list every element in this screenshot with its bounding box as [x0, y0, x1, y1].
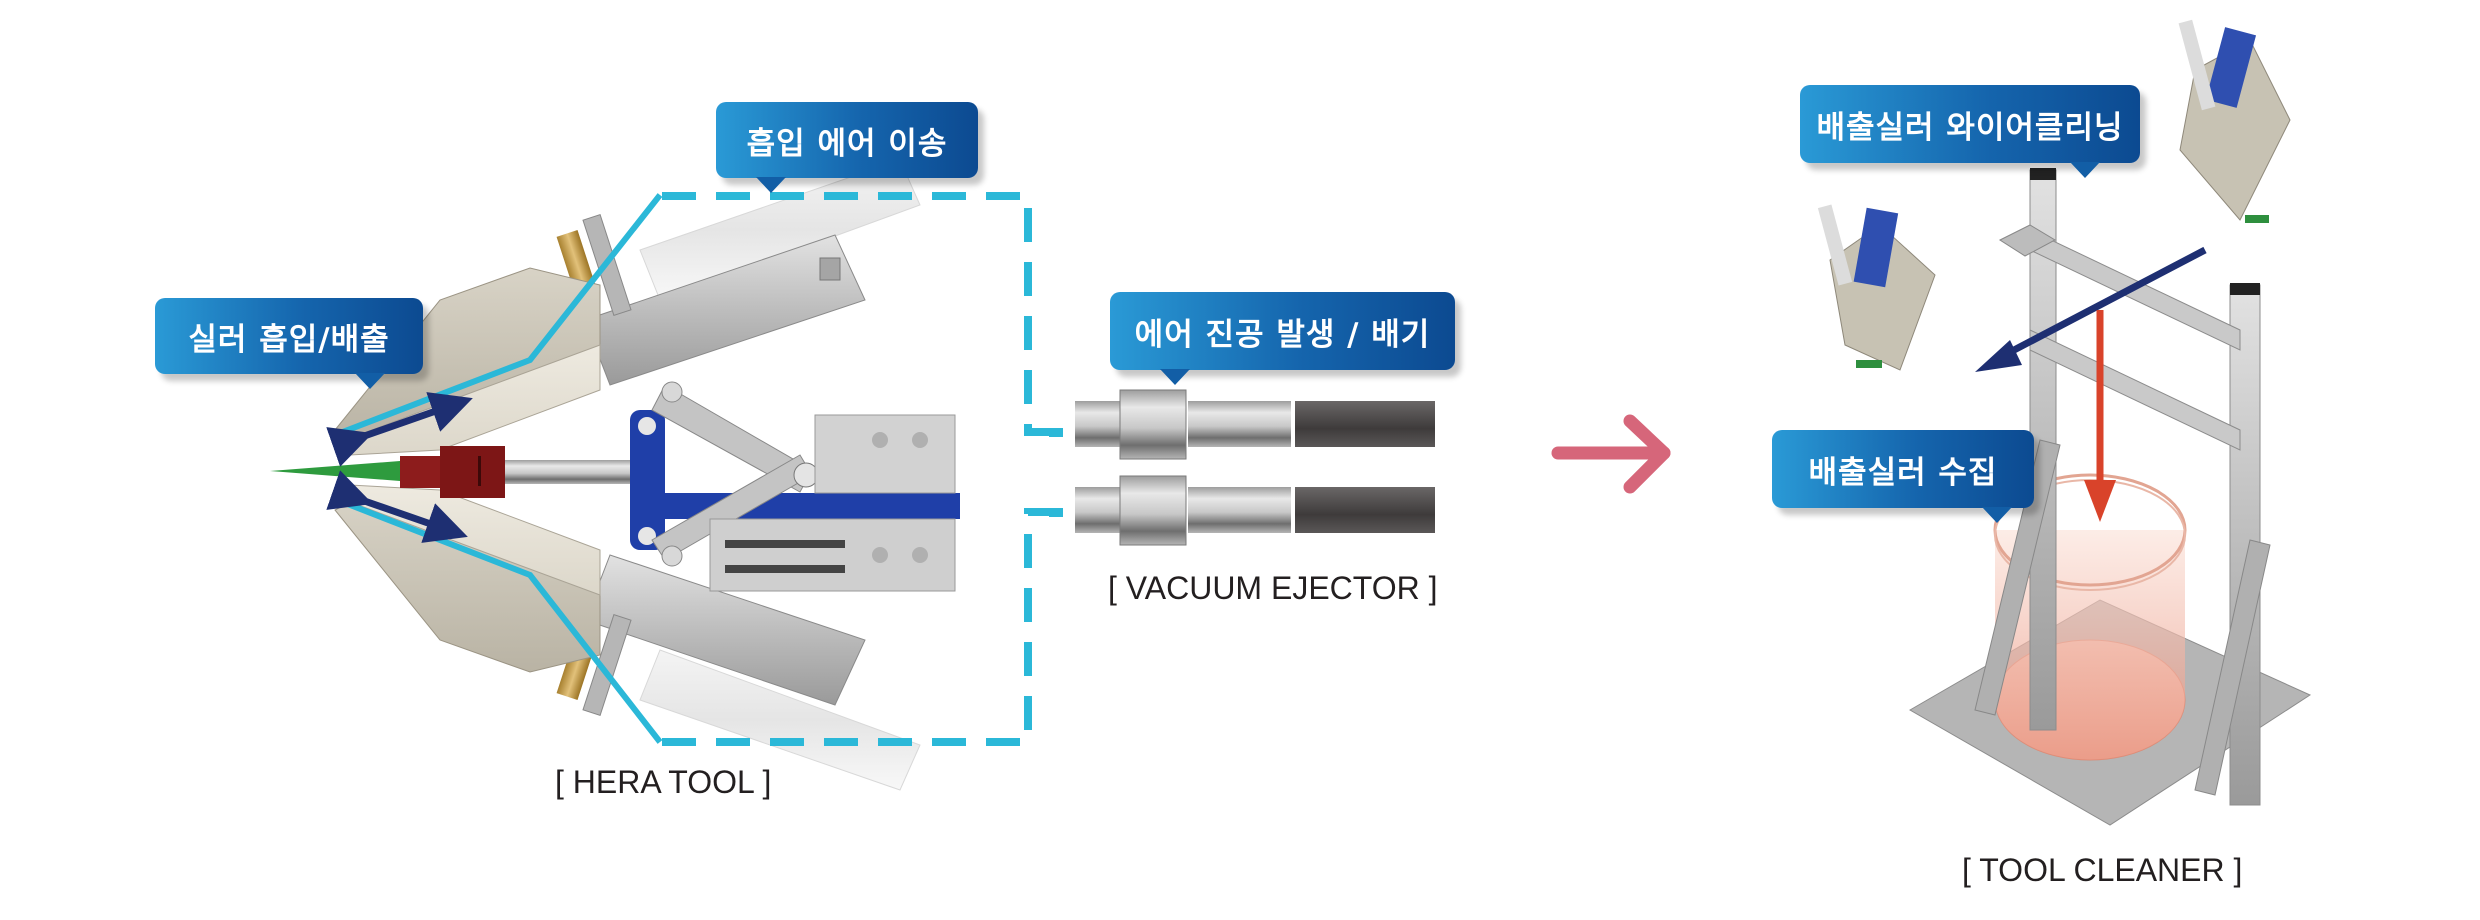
blue-linkage	[630, 410, 960, 550]
callout-label: 배출실러 수집	[1808, 454, 1998, 491]
caption-vacuum-ejector: [ VACUUM EJECTOR ]	[1108, 570, 1438, 606]
green-nozzle-tip	[270, 461, 400, 481]
tool-move-arrow-icon	[1975, 246, 2207, 372]
callout-label: 에어 진공 발생 / 배기	[1134, 316, 1431, 353]
callout-sealer-suction-discharge: 실러 흡입/배출	[155, 298, 423, 389]
dashed-connection-box	[662, 192, 1063, 746]
vacuum-ejector-lower	[1075, 475, 1435, 546]
caption-hera-tool: [ HERA TOOL ]	[555, 764, 772, 800]
callout-wire-cleaning: 배출실러 와이어클리닝	[1800, 85, 2140, 178]
bidirectional-arrow-icon	[326, 392, 473, 543]
tool-head-upper	[2178, 19, 2291, 223]
grey-link-arms	[651, 381, 819, 567]
callout-suction-air-transfer: 흡입 에어 이송	[716, 102, 978, 193]
pneumatic-cylinder	[709, 414, 956, 592]
callout-air-vacuum-generation-exhaust: 에어 진공 발생 / 배기	[1110, 292, 1455, 385]
upper-cylinder-arm	[584, 234, 866, 386]
red-nozzle-body	[400, 456, 445, 488]
lower-cylinder-arm	[584, 554, 866, 706]
lower-air-tube	[639, 649, 921, 791]
caption-tool-cleaner: [ TOOL CLEANER ]	[1962, 852, 2243, 888]
callout-label: 흡입 에어 이송	[746, 125, 948, 162]
right-arrow-icon	[1551, 414, 1671, 494]
callout-label: 실러 흡입/배출	[188, 321, 390, 358]
upper-brass-fitting	[556, 230, 596, 292]
callout-sealer-collection: 배출실러 수집	[1772, 430, 2034, 523]
piston-shaft	[505, 460, 645, 484]
down-arrow-icon	[2084, 310, 2116, 522]
tool-head-lower	[1817, 204, 1936, 371]
callout-label: 배출실러 와이어클리닝	[1816, 109, 2124, 146]
vacuum-ejector-upper	[1075, 389, 1435, 460]
connector-dashes	[1049, 428, 1063, 517]
